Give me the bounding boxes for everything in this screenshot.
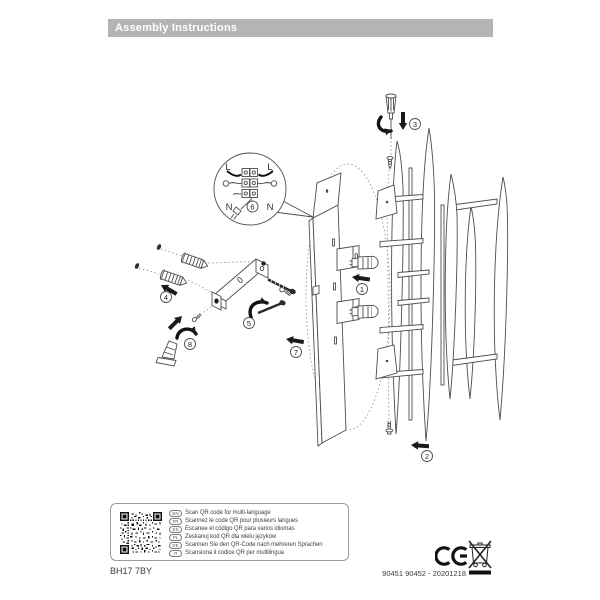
- wiring-detail-bubble: L L N N: [213, 152, 314, 226]
- qr-instruction-row: PL Zeskanuj kod QR dla wielu języków: [169, 533, 345, 541]
- step-label: 4: [164, 293, 168, 302]
- hanging-bracket-bottom: [375, 344, 398, 380]
- wall-screw: [156, 244, 162, 250]
- qr-instruction-text: Escanee el código QR para varios idiomas: [185, 526, 295, 532]
- step-label: 1: [360, 285, 364, 294]
- blade: [464, 205, 477, 400]
- qr-instruction-text: Zeskanuj kod QR dla wielu języków: [185, 534, 277, 540]
- wall-plate: [308, 172, 360, 447]
- page-title: Assembly Instructions: [115, 22, 238, 34]
- wires: [222, 170, 278, 220]
- wire-label-L-left: L: [225, 162, 230, 173]
- language-badge: EN: [169, 509, 182, 517]
- cross-bars: [379, 194, 430, 379]
- insert-arrow-step2: [410, 440, 430, 451]
- gland-screw: [191, 313, 202, 323]
- phantom-outline: [305, 163, 391, 431]
- qr-instruction-text: Scannez le code QR pour plusieurs langue…: [185, 518, 298, 524]
- screwdriver: [385, 93, 397, 139]
- inner-rod: [440, 204, 445, 386]
- wall-screw: [134, 263, 140, 269]
- terminal-block: [241, 168, 258, 198]
- lamp-shade: [375, 127, 509, 442]
- qr-instruction-lines: EN Scan QR code for multi-language FR Sc…: [169, 509, 345, 557]
- wall-plug: [180, 252, 209, 269]
- language-badge: PL: [169, 533, 182, 541]
- step-label: 7: [294, 348, 298, 357]
- fixing-screw-step7: [279, 285, 292, 297]
- step-6-badge: 6: [246, 200, 259, 213]
- qr-instruction-row: DE Scannen Sie den QR-Code nach mehreren…: [169, 541, 345, 549]
- qr-instruction-row: IT Scansiona il codice QR per multilingu…: [169, 549, 345, 557]
- bottom-screw: [385, 421, 394, 435]
- bracket-screw: [267, 278, 296, 295]
- weee-bin-icon: [468, 540, 492, 575]
- mount-arrow-step7: [285, 334, 305, 347]
- cable-gland: [155, 340, 178, 367]
- step-1-badge: 1: [356, 283, 368, 295]
- step-label: 8: [188, 340, 192, 349]
- step-label: 6: [250, 202, 254, 211]
- step-3-badge: 3: [409, 118, 421, 130]
- step-5-badge: 5: [243, 317, 255, 329]
- model-number: BH17 7BY: [110, 566, 153, 576]
- step-8-badge: 8: [184, 338, 196, 350]
- wall-plug: [159, 269, 188, 286]
- page-title-bar: Assembly Instructions: [108, 19, 493, 37]
- step-label: 5: [247, 319, 251, 328]
- language-badge: FR: [169, 517, 182, 525]
- cross-bar: [451, 198, 498, 212]
- hanging-bracket-top: [375, 184, 398, 220]
- language-badge: DE: [169, 541, 182, 549]
- step-2-badge: 2: [421, 450, 433, 462]
- qr-instruction-box: EN Scan QR code for multi-language FR Sc…: [110, 503, 349, 561]
- blade: [420, 127, 435, 442]
- step-4-badge: 4: [160, 291, 172, 303]
- top-screw: [386, 156, 394, 170]
- qr-instruction-text: Scan QR code for multi-language: [185, 510, 271, 516]
- wire-label-N-left: N: [226, 202, 233, 213]
- mounting-bracket: [211, 258, 269, 311]
- qr-instruction-row: EN Scan QR code for multi-language: [169, 509, 345, 517]
- article-code: 90451 90452 - 20201218: [382, 569, 466, 578]
- blade: [444, 173, 458, 400]
- bracket-screw: [257, 300, 286, 315]
- ce-mark-icon: [435, 546, 468, 566]
- qr-instruction-text: Scannen Sie den QR-Code nach mehreren Sp…: [185, 542, 323, 548]
- step-7-badge: 7: [290, 346, 302, 358]
- wire-label-L-right: L: [267, 162, 272, 173]
- qr-code: [120, 512, 162, 554]
- qr-instruction-row: FR Scannez le code QR pour plusieurs lan…: [169, 517, 345, 525]
- step-label: 3: [413, 120, 417, 129]
- qr-instruction-row: ES Escanee el código QR para varios idio…: [169, 525, 345, 533]
- language-badge: ES: [169, 525, 182, 533]
- insert-arrow-step1: [351, 272, 371, 284]
- blade: [493, 176, 509, 421]
- cross-bar: [451, 353, 498, 367]
- wire-label-N-right: N: [267, 202, 274, 213]
- qr-instruction-text: Scansiona il codice QR per multilingua: [185, 550, 284, 556]
- language-badge: IT: [169, 549, 182, 557]
- halogen-bulb: [349, 304, 379, 319]
- inner-rod: [408, 167, 413, 421]
- halogen-bulb: [349, 255, 379, 270]
- push-down-arrow-step3: [398, 112, 408, 130]
- step-label: 2: [425, 452, 429, 461]
